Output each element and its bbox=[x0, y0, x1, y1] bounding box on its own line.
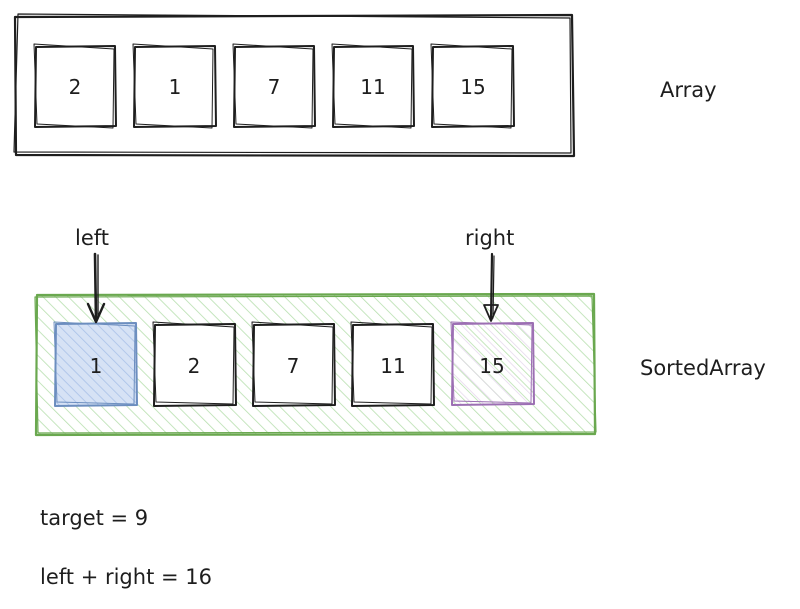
array-cell: 2 bbox=[33, 43, 117, 129]
sum-note: left + right = 16 bbox=[40, 565, 212, 589]
array-cell-value: 2 bbox=[69, 75, 82, 99]
left-pointer-label: left bbox=[75, 226, 109, 250]
array-cell-value: 15 bbox=[460, 75, 485, 99]
right-pointer-label: right bbox=[465, 226, 514, 250]
array-cell: 11 bbox=[331, 43, 415, 129]
right-pointer-arrow bbox=[483, 252, 499, 322]
sorted-cell-value: 11 bbox=[380, 354, 405, 378]
target-note: target = 9 bbox=[40, 506, 148, 530]
sorted-cell-value: 1 bbox=[90, 354, 103, 378]
array-label: Array bbox=[660, 78, 717, 102]
sorted-array-label: SortedArray bbox=[640, 356, 766, 380]
sorted-cell-value: 2 bbox=[188, 354, 201, 378]
sorted-cell: 11 bbox=[350, 321, 435, 407]
sorted-cell-left: 1 bbox=[53, 321, 138, 407]
sorted-cell: 2 bbox=[152, 321, 237, 407]
sorted-cell-value: 15 bbox=[479, 354, 504, 378]
array-cell-value: 1 bbox=[169, 75, 182, 99]
array-cell: 15 bbox=[430, 43, 515, 129]
array-cell: 7 bbox=[232, 43, 316, 129]
sorted-cell-right: 15 bbox=[450, 321, 535, 406]
array-container bbox=[13, 13, 576, 158]
sorted-cell-value: 7 bbox=[287, 354, 300, 378]
array-cell: 1 bbox=[132, 43, 217, 129]
array-cell-value: 11 bbox=[360, 75, 385, 99]
sorted-cell: 7 bbox=[251, 321, 336, 407]
array-cell-value: 7 bbox=[268, 75, 281, 99]
left-pointer-arrow bbox=[86, 252, 106, 324]
